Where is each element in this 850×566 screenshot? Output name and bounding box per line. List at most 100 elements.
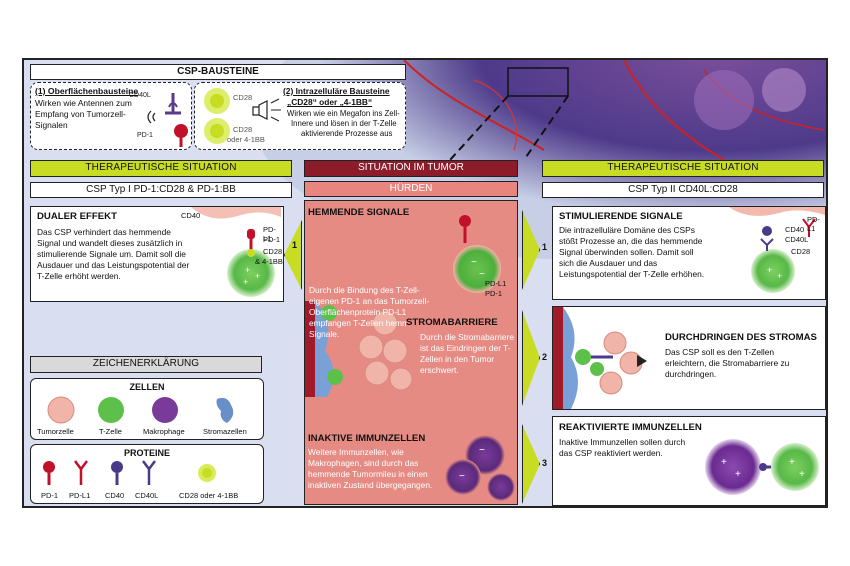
middle-illustration: − − − − (305, 215, 515, 501)
left-dual-effect-box: DUALER EFFEKT Das CSP verhindert das hem… (30, 206, 284, 302)
intra-title-1: (2) Intrazelluläre Bausteine (283, 86, 390, 96)
svg-text:−: − (459, 471, 465, 482)
right-s3-text-2: das CSP reaktiviert werden. (559, 448, 663, 458)
right-reactivated-box: REAKTIVIERTE IMMUNZELLEN Inaktive Immunz… (552, 416, 826, 506)
right-s2-text-1: Das CSP soll es den T-Zellen (665, 347, 775, 357)
middle-subheader: HÜRDEN (304, 181, 518, 197)
surface-building-blocks-box: (1) Oberflächenbausteine Wirken wie Ante… (30, 82, 192, 150)
right-s1-illustration: + + (729, 207, 825, 293)
legend-cells-title: ZELLEN (129, 382, 165, 392)
svg-text:CD40L: CD40L (129, 92, 151, 99)
left-csp-type: CSP Typ I PD-1:CD28 & PD-1:BB (30, 182, 292, 198)
intra-cd28-label-bottom: CD28 (233, 125, 253, 134)
legend-pd1: PD-1 (41, 491, 59, 500)
svg-text:−: − (479, 269, 485, 280)
middle-pd1-label: PD-1 (485, 289, 503, 298)
right-s3-illustration: + + + + (705, 439, 819, 495)
legend-cd40: CD40 (105, 491, 125, 500)
right-number-1: 1 (542, 242, 548, 252)
right-cd40l-label: CD40L (785, 235, 809, 244)
legend-macrophage: Makrophage (143, 427, 185, 436)
right-s2-title: DURCHDRINGEN DES STROMAS (665, 332, 817, 343)
right-number-3: 3 (542, 458, 548, 468)
svg-text:PD-1: PD-1 (137, 132, 153, 139)
intra-text-2: Innere und lösen in der T-Zelle (291, 119, 397, 128)
right-s1-text-3: Signal überwinden sollen. Damit soll (559, 247, 694, 257)
legend-cells-box: ZELLEN Tumorzelle T-Zelle Makrophage Str… (30, 378, 264, 440)
left-text-4: Ausdauer und das Leistungspotential der (37, 260, 190, 270)
legend-proteins-icons (43, 460, 216, 485)
right-s1-text-5: Leistungspotential der T-Zelle erhöhen. (559, 269, 705, 279)
svg-text:+: + (255, 271, 260, 281)
legend-proteins-title: PROTEINE (123, 448, 170, 458)
svg-text:+: + (245, 265, 250, 275)
csp-bausteine-title: CSP-BAUSTEINE (30, 64, 406, 80)
svg-text:−: − (471, 257, 477, 268)
figure-frame: CSP-BAUSTEINE (1) Oberflächenbausteine W… (22, 58, 828, 508)
left-pdl1-label: PD-L1 (263, 225, 276, 243)
left-cd40-label: CD40 (181, 211, 201, 220)
intra-text-3: aktivierende Prozesse aus (301, 129, 393, 138)
legend-tumor-cell: Tumorzelle (37, 427, 74, 436)
left-illustration: + + + (191, 207, 281, 297)
left-number-1: 1 (292, 240, 298, 250)
right-cd40-label: CD40 (785, 225, 805, 234)
surface-text-3: Signalen (35, 120, 68, 130)
middle-s3-text-3: hemmende Tumormileu in einen (308, 469, 428, 479)
left-text-1: Das CSP verhindert das hemmende (37, 227, 171, 237)
intra-oder-label: oder 4-1BB (227, 135, 265, 144)
surface-title: (1) Oberflächenbausteine (35, 86, 139, 96)
right-cd28-label: CD28 (791, 247, 811, 256)
surface-text-1: Wirken wie Antennen zum (35, 98, 132, 108)
legend-title: ZEICHENERKLÄRUNG (30, 356, 262, 373)
right-s3-text-1: Inaktive Immunzellen sollen durch (559, 437, 686, 447)
svg-text:+: + (721, 457, 727, 468)
legend-t-cell: T-Zelle (99, 427, 122, 436)
surface-receptors-illustration: CD40L PD-1 (129, 92, 188, 147)
legend-cd28: CD28 oder 4-1BB (179, 491, 239, 500)
left-pd1-label: PD-1 (263, 235, 281, 244)
middle-panel: − − − − HEMMENDE SIGNALE Durch die Bindu… (304, 200, 518, 505)
svg-text:+: + (777, 271, 782, 281)
right-s2-text-3: durchdringen. (665, 369, 717, 379)
left-cd28-label: CD28 (263, 247, 283, 256)
right-s3-title: REAKTIVIERTE IMMUNZELLEN (559, 422, 702, 433)
right-number-2: 2 (542, 352, 548, 362)
right-csp-type: CSP Typ II CD40L:CD28 (542, 182, 824, 198)
svg-text:+: + (735, 469, 741, 480)
surface-text-2: Empfang von Tumorzell- (35, 109, 126, 119)
middle-s3-text-4: inaktiven Zustand übergegangen. (308, 480, 433, 490)
intracellular-illustration (204, 88, 281, 144)
right-s1-text-2: stößt Prozesse an, die das hemmende (559, 236, 703, 246)
legend-cells-icons (47, 396, 234, 424)
middle-s1-text-2: eigenen PD-1 an das Tumorzell- (309, 296, 430, 306)
legend-cd40l: CD40L (135, 491, 159, 500)
middle-header: SITUATION IM TUMOR (304, 160, 518, 177)
middle-s2-title: STROMABARRIERE (406, 317, 498, 329)
legend-stroma-cells: Stromazellen (203, 427, 247, 436)
intra-cd28-label-top: CD28 (233, 93, 253, 102)
middle-s1-text-3: Oberflächenprotein PD-L1 (309, 307, 407, 317)
middle-pdl1-label: PD-L1 (485, 279, 507, 288)
right-s1-title: STIMULIERENDE SIGNALE (559, 211, 683, 222)
svg-text:−: − (479, 445, 485, 456)
legend-proteins-box: PROTEINE PD-1 PD-L1 CD40 CD40L CD28 oder… (30, 444, 264, 504)
right-s2-illustration (553, 307, 647, 409)
intra-title-2: „CD28“ oder „4-1BB“ (287, 97, 373, 107)
right-stimulating-box: STIMULIERENDE SIGNALE Die intrazelluläre… (552, 206, 826, 300)
left-text-5: T-Zelle erhöht werden. (37, 271, 121, 281)
left-text-2: Signal und wandelt dieses zusätzlich in (37, 238, 183, 248)
right-s1-text-4: sich die Ausdauer und das (559, 258, 658, 268)
middle-s1-text-4: empfangen T-Zellen hemmende (309, 318, 428, 328)
middle-s2-text-2: ist das Eindringen der T- (420, 343, 511, 353)
middle-s1-text-5: Signale. (309, 329, 340, 339)
right-stroma-box: DURCHDRINGEN DES STROMAS Das CSP soll es… (552, 306, 826, 410)
legend-pdl1: PD-L1 (69, 491, 91, 500)
svg-text:+: + (799, 469, 805, 480)
svg-text:+: + (789, 457, 795, 468)
middle-s3-text-2: Makrophagen, sind durch das (308, 458, 419, 468)
right-pdl1-label: PD-L1 (807, 215, 820, 233)
middle-s3-title: INAKTIVE IMMUNZELLEN (308, 433, 426, 444)
right-header: THERAPEUTISCHE SITUATION (542, 160, 824, 177)
intra-text-1: Wirken wie ein Megafon ins Zell- (287, 109, 400, 118)
